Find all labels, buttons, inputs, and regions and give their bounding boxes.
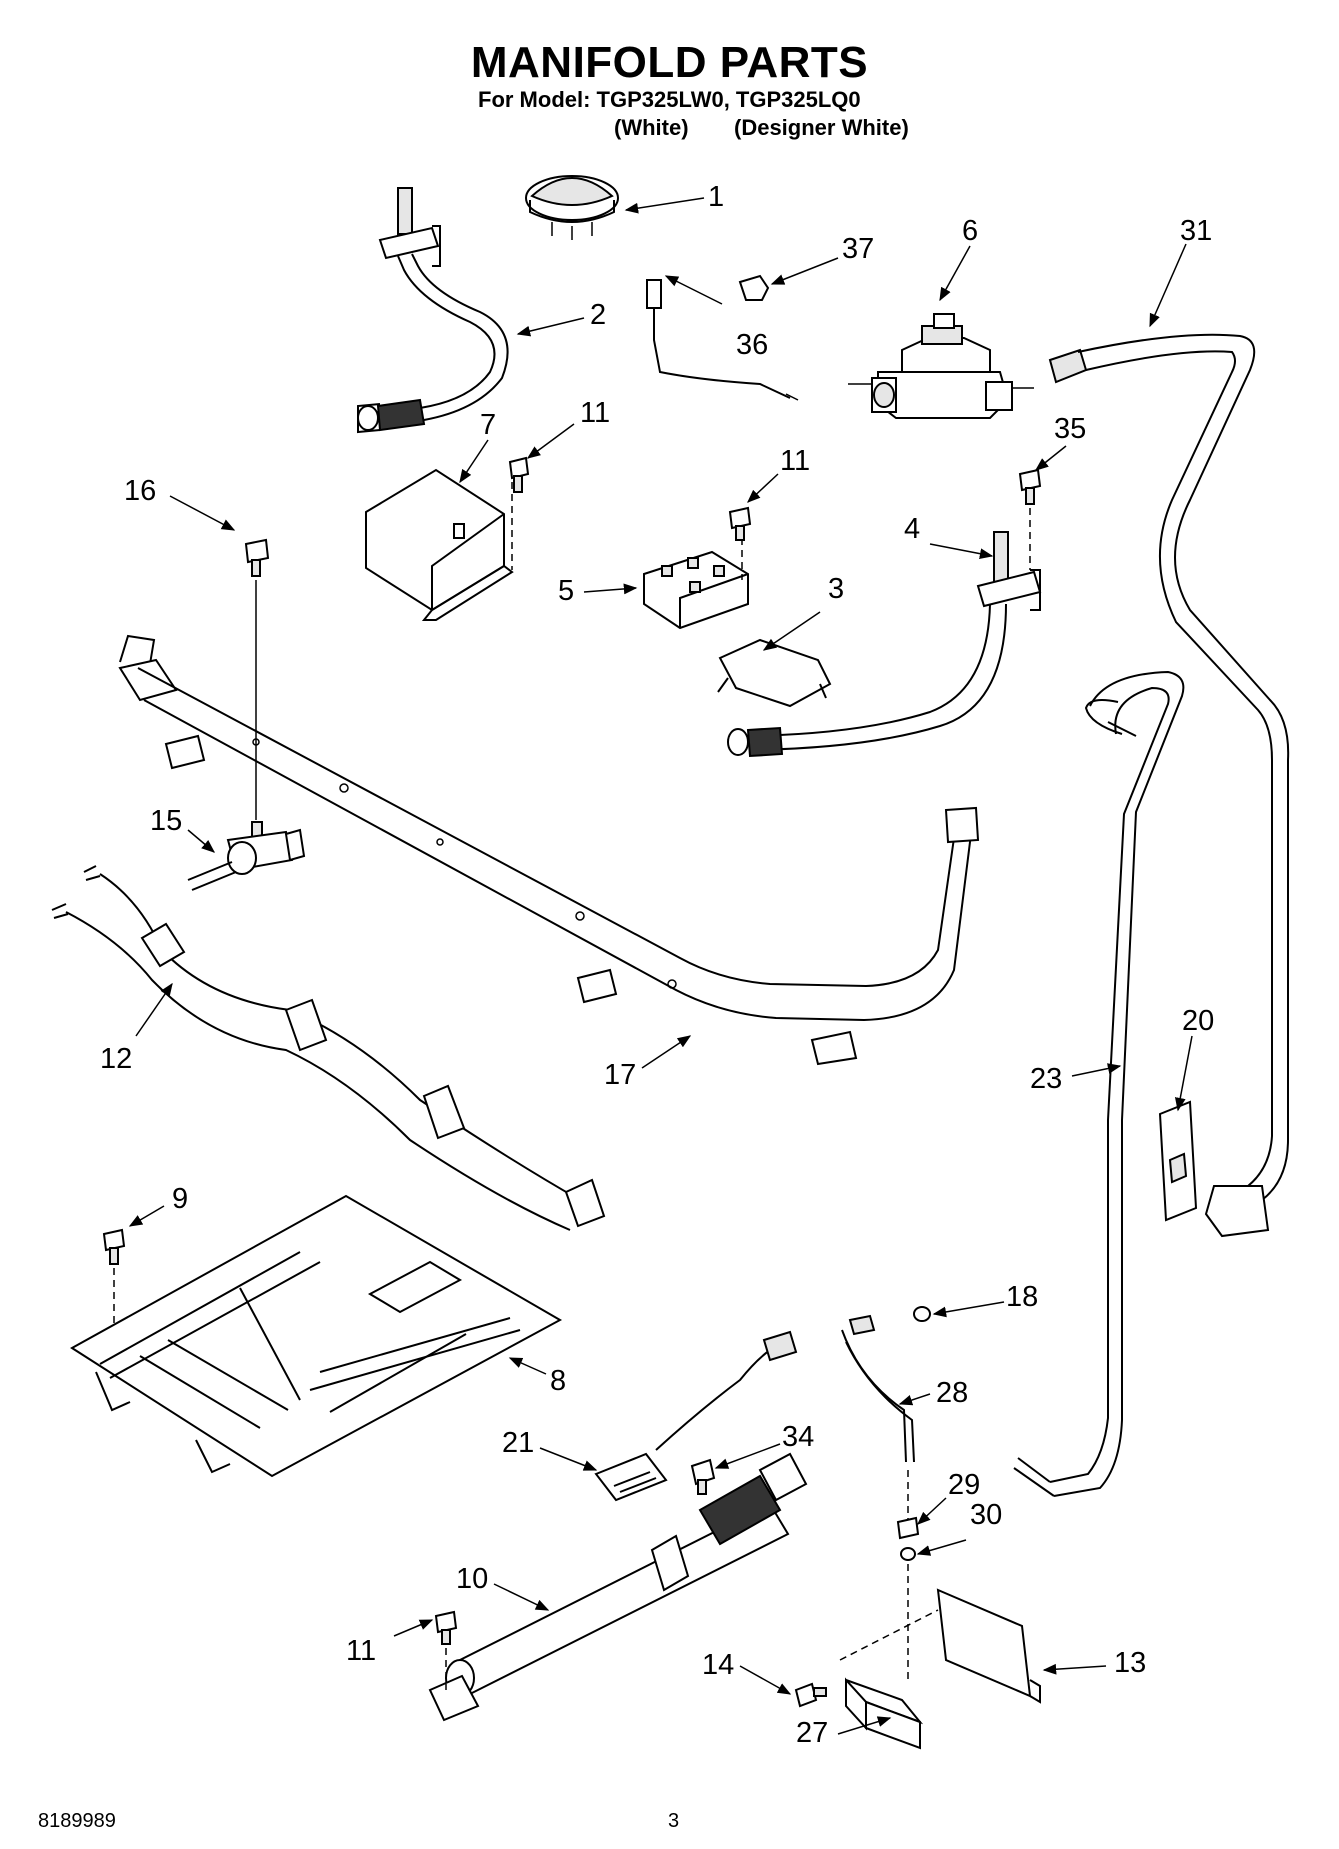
- part-11-screw-upper: [508, 456, 530, 493]
- part-20-plate: [1158, 1100, 1198, 1222]
- callout-18: 18: [1006, 1281, 1038, 1313]
- part-36-electrode: [646, 279, 799, 401]
- part-8-burner-box: [70, 1194, 563, 1478]
- callout-20: 20: [1182, 1005, 1214, 1037]
- callout-5: 5: [558, 575, 574, 607]
- callout-7: 7: [480, 409, 496, 441]
- callout-30: 30: [970, 1499, 1002, 1531]
- part-14-screw: [794, 1682, 827, 1708]
- callout-4: 4: [904, 513, 920, 545]
- page-number: 3: [668, 1810, 680, 1832]
- callout-27: 27: [796, 1717, 828, 1749]
- part-3-bracket: [717, 638, 832, 708]
- part-11-screw-lower: [434, 1610, 458, 1690]
- callout-28: 28: [936, 1377, 968, 1409]
- part-7-heat-shield: [365, 468, 514, 621]
- callout-2: 2: [590, 299, 606, 331]
- part-37-clip: [738, 274, 770, 301]
- callout-3: 3: [828, 573, 844, 605]
- callout-13: 13: [1114, 1647, 1146, 1679]
- callout-6: 6: [962, 215, 978, 247]
- part-35-screw: [1018, 468, 1042, 570]
- callout-36: 36: [736, 329, 768, 361]
- model-line: For Model: TGP325LW0, TGP325LQ0: [478, 87, 861, 112]
- part-10-oven-burner: [428, 1452, 808, 1722]
- part-9-screw: [102, 1228, 126, 1330]
- part-11-screw-middle: [728, 506, 752, 541]
- part-18-orifice: [913, 1306, 931, 1322]
- part-30-washer: [900, 1470, 916, 1680]
- callout-35: 35: [1054, 413, 1086, 445]
- part-28-orifice-tube: [841, 1314, 915, 1463]
- callout-31: 31: [1180, 215, 1212, 247]
- part-21-igniter: [594, 1330, 798, 1502]
- callout-11-middle: 11: [780, 445, 810, 477]
- callout-37: 37: [842, 233, 874, 265]
- part-6-pressure-regulator: [848, 313, 1034, 419]
- callout-23: 23: [1030, 1063, 1062, 1095]
- part-2-burner-tube-left: [357, 187, 509, 434]
- callout-29: 29: [948, 1469, 980, 1501]
- part-4-burner-tube-right: [727, 531, 1042, 758]
- part-34-screw: [690, 1458, 716, 1495]
- variant-white: (White): [614, 115, 689, 140]
- callout-15: 15: [150, 805, 182, 837]
- part-12-wire-harness: [51, 865, 606, 1231]
- callout-14: 14: [702, 1649, 734, 1681]
- callout-17: 17: [604, 1059, 636, 1091]
- part-5-spark-module: [643, 538, 749, 630]
- part-15-burner-valve: [187, 821, 306, 891]
- part-27-orifice-holder: [845, 1677, 924, 1750]
- part-17-manifold-pipe: [118, 634, 980, 1066]
- callout-1: 1: [708, 181, 724, 213]
- variant-designer-white: (Designer White): [734, 115, 909, 140]
- part-1-burner-cap: [525, 175, 619, 240]
- part-31-supply-tube: [1048, 333, 1290, 1238]
- part-29-nut: [896, 1516, 920, 1540]
- callout-16: 16: [124, 475, 156, 507]
- callout-9: 9: [172, 1183, 188, 1215]
- callout-12: 12: [100, 1043, 132, 1075]
- callout-labels: 1 2 3 4 5 6 7 8 9 10 11 11 11 12 13 14 1…: [100, 181, 1214, 1749]
- callout-21: 21: [502, 1427, 534, 1459]
- page-header: MANIFOLD PARTS For Model: TGP325LW0, TGP…: [0, 0, 1339, 150]
- callout-10: 10: [456, 1563, 488, 1595]
- callout-11-lower: 11: [346, 1635, 376, 1667]
- part-16-screw: [244, 538, 270, 820]
- callout-leaders: [128, 197, 1193, 1735]
- callout-11-upper: 11: [580, 397, 610, 429]
- part-13-mounting-plate: [839, 1588, 1041, 1704]
- callout-34: 34: [782, 1421, 814, 1453]
- page-title: MANIFOLD PARTS: [470, 38, 869, 87]
- document-number: 8189989: [38, 1810, 116, 1832]
- part-23-oven-supply-tube: [1013, 670, 1185, 1497]
- callout-8: 8: [550, 1365, 566, 1397]
